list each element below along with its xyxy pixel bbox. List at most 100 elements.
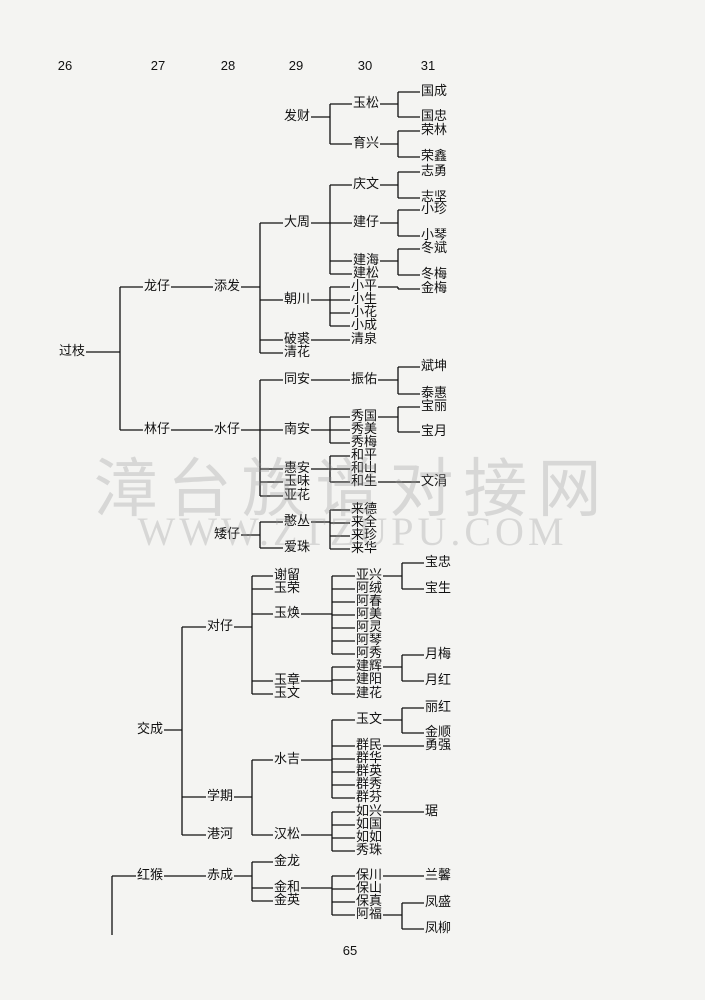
person-name-yahua: 亚花 <box>283 488 312 503</box>
person-name-huian: 惠安 <box>283 461 312 476</box>
person-name-shuizai: 水仔 <box>213 422 242 437</box>
person-name-laihua: 来华 <box>350 541 379 556</box>
person-name-dongmei: 冬梅 <box>420 267 449 282</box>
person-name-zhijian: 志坚 <box>420 190 449 205</box>
person-name-binkun: 斌坤 <box>420 359 449 374</box>
person-name-yuzhang: 玉章 <box>273 673 302 688</box>
person-name-chaochuan: 朝川 <box>283 292 312 307</box>
person-name-laizhen: 来珍 <box>350 528 379 543</box>
person-name-baoshan: 保山 <box>355 881 384 896</box>
person-name-tongan: 同安 <box>283 372 312 387</box>
person-name-qingwen: 庆文 <box>352 177 381 192</box>
person-name-shuiji: 水吉 <box>273 752 302 767</box>
person-name-wenjuan: 文涓 <box>420 474 449 489</box>
person-name-yuhuan: 玉焕 <box>273 606 302 621</box>
person-name-linzai: 林仔 <box>143 422 172 437</box>
generation-number: 27 <box>150 58 166 73</box>
person-name-qinghua: 清花 <box>283 345 312 360</box>
generation-number: 26 <box>57 58 73 73</box>
person-name-qingquan: 清泉 <box>350 332 379 347</box>
person-name-jianhai: 建海 <box>352 253 381 268</box>
person-name-jianyang: 建阳 <box>355 672 384 687</box>
person-name-yurong: 玉荣 <box>273 581 302 596</box>
person-name-yongqiang: 勇强 <box>424 738 453 753</box>
person-name-fengsheng: 凤盛 <box>424 895 453 910</box>
person-name-guocheng: 国成 <box>420 84 449 99</box>
person-name-qunying: 群英 <box>355 764 384 779</box>
person-name-ronglin: 荣林 <box>420 123 449 138</box>
person-name-laiquan: 来全 <box>350 515 379 530</box>
person-name-baoyue: 宝月 <box>420 424 449 439</box>
person-name-fengliu: 凤柳 <box>424 921 453 936</box>
person-name-baoli: 宝丽 <box>420 399 449 414</box>
person-name-hansong: 汉松 <box>273 827 302 842</box>
person-name-jiansong: 建松 <box>352 266 381 281</box>
person-name-laide: 来德 <box>350 502 379 517</box>
person-name-xiaocheng: 小成 <box>350 318 379 333</box>
person-name-yusong: 玉松 <box>352 96 381 111</box>
person-name-aling: 阿灵 <box>355 620 384 635</box>
person-name-lanxin: 兰馨 <box>424 868 453 883</box>
person-name-jinshun: 金顺 <box>424 725 453 740</box>
person-name-ganghe: 港河 <box>206 827 235 842</box>
generation-number: 28 <box>220 58 236 73</box>
person-name-ruru: 如如 <box>355 830 384 845</box>
person-name-yuwen2: 玉文 <box>355 712 384 727</box>
person-name-xueqi: 学期 <box>206 789 235 804</box>
person-name-xiumei2: 秀梅 <box>350 435 379 450</box>
person-name-baochuan: 保川 <box>355 868 384 883</box>
generation-number: 29 <box>288 58 304 73</box>
person-name-jinmei: 金梅 <box>420 281 449 296</box>
person-name-yuwei: 玉味 <box>283 474 312 489</box>
person-name-arong: 阿绒 <box>355 581 384 596</box>
person-name-facai: 发财 <box>283 109 312 124</box>
person-name-tianfa: 添发 <box>213 279 242 294</box>
person-name-guozhong: 国忠 <box>420 109 449 124</box>
person-name-xiaoqin: 小琴 <box>420 228 449 243</box>
person-name-rongxin: 荣鑫 <box>420 149 449 164</box>
generation-number: 31 <box>420 58 436 73</box>
person-name-nanan: 南安 <box>283 422 312 437</box>
person-name-xiuguo: 秀国 <box>350 409 379 424</box>
person-name-longzai: 龙仔 <box>143 279 172 294</box>
person-name-baozhen: 保真 <box>355 894 384 909</box>
person-name-ju: 琚 <box>424 804 440 819</box>
person-name-amei: 阿美 <box>355 607 384 622</box>
generation-number: 30 <box>357 58 373 73</box>
person-name-xiaohua: 小花 <box>350 305 379 320</box>
person-name-hesheng: 和生 <box>350 474 379 489</box>
page-number: 65 <box>342 943 358 958</box>
person-name-qunxiu: 群秀 <box>355 777 384 792</box>
person-name-taihui: 泰惠 <box>420 386 449 401</box>
person-name-duizai: 对仔 <box>206 619 235 634</box>
person-name-dongbin: 冬斌 <box>420 241 449 256</box>
person-name-xieliu: 谢留 <box>273 568 302 583</box>
person-name-xiuzhu: 秀珠 <box>355 843 384 858</box>
person-name-jianhua: 建花 <box>355 686 384 701</box>
person-name-yaxing: 亚兴 <box>355 568 384 583</box>
person-name-achun: 阿春 <box>355 594 384 609</box>
person-name-jiaocheng: 交成 <box>136 722 165 737</box>
person-name-aizhu: 爱珠 <box>283 540 312 555</box>
person-name-baozhong: 宝忠 <box>424 555 453 570</box>
person-name-qunhua: 群华 <box>355 751 384 766</box>
person-name-jinhe: 金和 <box>273 880 302 895</box>
person-name-xiumei: 秀美 <box>350 422 379 437</box>
person-name-ruxing: 如兴 <box>355 804 384 819</box>
person-name-xiaosheng: 小生 <box>350 292 379 307</box>
person-name-axiu: 阿秀 <box>355 646 384 661</box>
person-name-honghou: 红猴 <box>136 868 165 883</box>
person-name-xiaoping: 小平 <box>350 279 379 294</box>
person-name-aqin: 阿琴 <box>355 633 384 648</box>
person-name-baosheng: 宝生 <box>424 581 453 596</box>
person-name-yuxing: 育兴 <box>352 136 381 151</box>
person-name-zhiyong: 志勇 <box>420 164 449 179</box>
person-name-heshan: 和山 <box>350 461 379 476</box>
person-name-qunfen: 群芬 <box>355 790 384 805</box>
person-name-qunmin: 群民 <box>355 738 384 753</box>
person-name-yuehong: 月红 <box>424 673 453 688</box>
person-name-heping: 和平 <box>350 448 379 463</box>
person-name-aizai: 矮仔 <box>213 527 242 542</box>
